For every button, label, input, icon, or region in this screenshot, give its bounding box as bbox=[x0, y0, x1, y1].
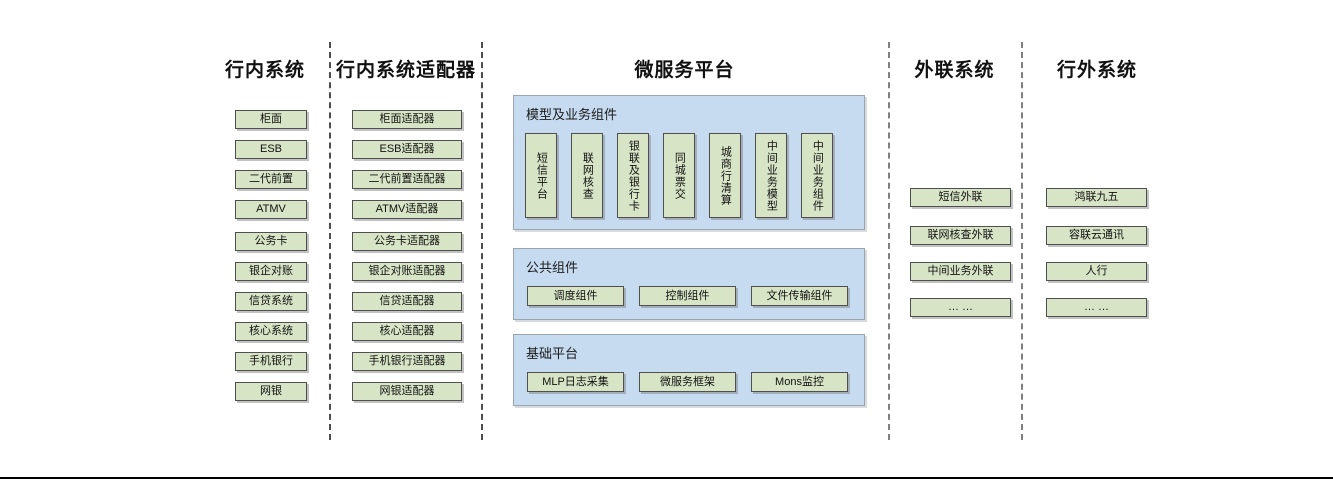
node-internal-adapter[interactable]: ESB适配器 bbox=[352, 140, 462, 159]
node-internal-system[interactable]: 核心系统 bbox=[235, 322, 307, 341]
node-external-link-system[interactable]: 短信外联 bbox=[910, 188, 1011, 207]
bottom-separator-rule bbox=[0, 477, 1333, 479]
node-model-component[interactable]: 联网核查 bbox=[571, 133, 603, 218]
node-internal-system[interactable]: ATMV bbox=[235, 200, 307, 219]
node-internal-adapter[interactable]: 柜面适配器 bbox=[352, 110, 462, 129]
node-model-component[interactable]: 短信平台 bbox=[525, 133, 557, 218]
node-internal-adapter[interactable]: 核心适配器 bbox=[352, 322, 462, 341]
node-outside-bank-system[interactable]: 容联云通讯 bbox=[1046, 226, 1147, 245]
column-title-platform: 微服务平台 bbox=[634, 60, 735, 81]
node-internal-adapter[interactable]: 银企对账适配器 bbox=[352, 262, 462, 281]
column-title-internal-adapters: 行内系统适配器 bbox=[335, 60, 476, 81]
node-outside-bank-system[interactable]: 人行 bbox=[1046, 262, 1147, 281]
node-internal-system[interactable]: 信贷系统 bbox=[235, 292, 307, 311]
column-title-external-link: 外联系统 bbox=[914, 60, 995, 81]
node-internal-system[interactable]: 柜面 bbox=[235, 110, 307, 129]
node-public-component[interactable]: 文件传输组件 bbox=[751, 286, 848, 306]
panel-public-components: 公共组件 bbox=[513, 248, 865, 320]
node-model-component[interactable]: 城商行清算 bbox=[709, 133, 741, 218]
node-model-component[interactable]: 银联及银行卡 bbox=[617, 133, 649, 218]
node-internal-system[interactable]: 公务卡 bbox=[235, 232, 307, 251]
node-base-platform-component[interactable]: 微服务框架 bbox=[639, 372, 736, 392]
divider-platform-col3 bbox=[888, 42, 890, 440]
node-internal-adapter[interactable]: ATMV适配器 bbox=[352, 200, 462, 219]
node-outside-bank-system[interactable]: 鸿联九五 bbox=[1046, 188, 1147, 207]
node-base-platform-component[interactable]: Mons监控 bbox=[751, 372, 848, 392]
node-public-component[interactable]: 调度组件 bbox=[527, 286, 624, 306]
node-base-platform-component[interactable]: MLP日志采集 bbox=[527, 372, 624, 392]
node-model-component[interactable]: 同城票交 bbox=[663, 133, 695, 218]
panel-title-model-business-components: 模型及业务组件 bbox=[526, 107, 618, 122]
divider-col2-platform bbox=[481, 42, 483, 440]
panel-title-base-platform: 基础平台 bbox=[526, 346, 579, 361]
node-public-component[interactable]: 控制组件 bbox=[639, 286, 736, 306]
node-internal-system[interactable]: 二代前置 bbox=[235, 170, 307, 189]
divider-col3-col4 bbox=[1021, 42, 1023, 440]
column-title-internal-systems: 行内系统 bbox=[224, 60, 305, 81]
panel-title-public-components: 公共组件 bbox=[526, 260, 579, 275]
node-model-component[interactable]: 中间业务组件 bbox=[801, 133, 833, 218]
node-internal-adapter[interactable]: 公务卡适配器 bbox=[352, 232, 462, 251]
node-external-link-system[interactable]: … … bbox=[910, 298, 1011, 317]
node-internal-adapter[interactable]: 信贷适配器 bbox=[352, 292, 462, 311]
node-external-link-system[interactable]: 中间业务外联 bbox=[910, 262, 1011, 281]
panel-base-platform: 基础平台 bbox=[513, 334, 865, 406]
node-internal-system[interactable]: 银企对账 bbox=[235, 262, 307, 281]
node-outside-bank-system[interactable]: … … bbox=[1046, 298, 1147, 317]
divider-col1-col2 bbox=[329, 42, 331, 440]
node-internal-system[interactable]: ESB bbox=[235, 140, 307, 159]
node-external-link-system[interactable]: 联网核查外联 bbox=[910, 226, 1011, 245]
node-internal-adapter[interactable]: 二代前置适配器 bbox=[352, 170, 462, 189]
node-model-component[interactable]: 中间业务模型 bbox=[755, 133, 787, 218]
node-internal-adapter[interactable]: 网银适配器 bbox=[352, 382, 462, 401]
column-title-outside-bank: 行外系统 bbox=[1056, 60, 1137, 81]
node-internal-system[interactable]: 网银 bbox=[235, 382, 307, 401]
node-internal-system[interactable]: 手机银行 bbox=[235, 352, 307, 371]
node-internal-adapter[interactable]: 手机银行适配器 bbox=[352, 352, 462, 371]
